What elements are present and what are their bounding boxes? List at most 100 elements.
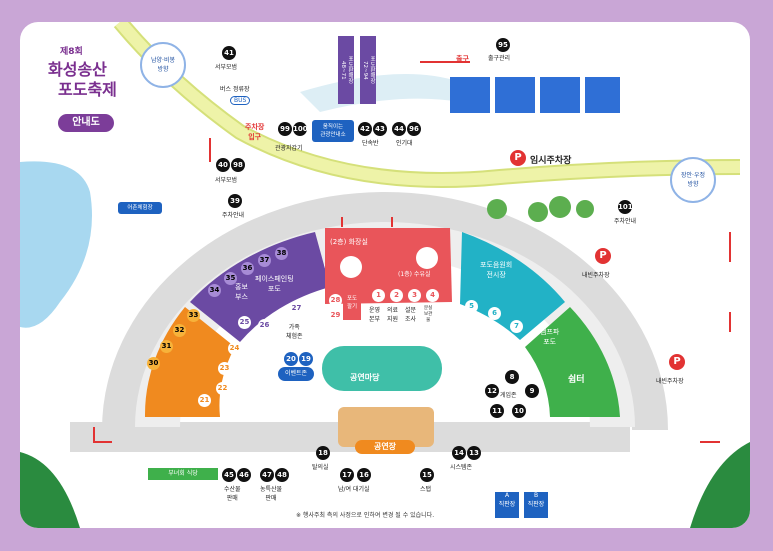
marker-41: 41 [222, 46, 236, 60]
plants-bottom [20, 442, 750, 528]
family-zone: 가족 체험존 [286, 324, 303, 340]
festival-edition: 제8회 [60, 47, 83, 57]
rest-area-label: 쉼터 [568, 375, 585, 385]
direction-left: 남양·비봉 방향 [140, 42, 186, 88]
marker-18: 18 [316, 446, 330, 460]
marker-95: 95 [496, 38, 510, 52]
agri-sales: 농특산물 판매 [260, 486, 283, 502]
marker-20: 20 [284, 352, 298, 366]
marker-3: 3 [408, 289, 421, 302]
waiting-room: 남/여 대기실 [338, 486, 370, 493]
marker-6: 6 [488, 307, 501, 320]
marker-30: 30 [147, 357, 160, 370]
marker-22: 22 [216, 382, 229, 395]
water-area [20, 161, 92, 328]
wedge-purple-label-2: 페이스페인팅 포도 [255, 275, 294, 293]
marker-41-label: 서부모범 [215, 64, 238, 71]
festival-title-line1: 화성송산 [48, 60, 107, 79]
system-zone: 시스템존 [450, 464, 473, 471]
marker-98: 98 [231, 158, 245, 172]
wedge-orange [144, 307, 235, 417]
water-area-top [300, 74, 460, 112]
gate-a: A 직판장 [495, 492, 519, 518]
marker-10: 10 [512, 404, 526, 418]
disclaimer-note: ※ 행사주최 측의 사정으로 인하여 변경 될 수 있습니다. [296, 512, 435, 519]
marker-37: 37 [258, 254, 271, 267]
marker-31: 31 [160, 340, 173, 353]
marker-44: 44 [392, 122, 406, 136]
marker-100: 100 [293, 122, 308, 136]
game-zone: 게임존 [500, 392, 517, 399]
marker-2: 2 [390, 289, 403, 302]
green-wedge-title: 캠프파 포도 [540, 328, 560, 346]
staff-label: 스탭 [420, 486, 432, 493]
marker-15: 15 [420, 468, 434, 482]
womens-restaurant: 부녀회 식당 [148, 468, 218, 480]
dressing-room: 탈의실 [312, 464, 329, 471]
lost-found-label: 분실 보관 물 [424, 306, 433, 323]
tourist-info: 움직이는 관광안내소 [312, 120, 354, 142]
marker-5: 5 [465, 300, 478, 313]
bus-stop-label: 버스 정류장 [220, 86, 250, 93]
parking-entrance-label: 주차장 입구 [245, 123, 265, 141]
parking-icon-2: P [595, 248, 611, 264]
marker-1: 1 [372, 289, 385, 302]
inner-parking-1: 내빈주차장 [582, 272, 610, 279]
wedge-red [325, 228, 452, 304]
marker-96: 96 [407, 122, 421, 136]
marker-33: 33 [187, 309, 200, 322]
marker-32: 32 [173, 324, 186, 337]
exit-label: 출구 [456, 55, 469, 63]
marker-101: 101 [618, 200, 633, 214]
marker-9: 9 [525, 384, 539, 398]
temp-parking-label: 임시주차장 [530, 156, 572, 166]
marker-39-label: 주차안내 [222, 212, 245, 219]
marker-40-label: 서부모범 [215, 177, 238, 184]
marker-16: 16 [357, 468, 371, 482]
solar-panels [450, 77, 620, 113]
gate-a-label: 직판장 [498, 501, 516, 508]
marker-42-label: 단속반 [362, 140, 379, 147]
hq-label: 운영 본부 [369, 307, 381, 323]
marker-11: 11 [490, 404, 504, 418]
map-card: 제8회 화성송산 포도축제 안내도 남양·비봉 방향 장안·우정 방향 출구 P… [20, 22, 750, 528]
marker-24: 24 [228, 342, 241, 355]
gate-a-letter: A [504, 492, 510, 499]
marker-26: 26 [258, 319, 271, 332]
fishing-experience: 어촌체험장 [118, 202, 162, 214]
marker-39: 39 [228, 194, 242, 208]
grape-sale-booth: 포도 팔기 [343, 294, 361, 320]
main-road [113, 22, 741, 188]
map-canvas [20, 22, 750, 528]
grape-sales-sign-2: 포도판매장 72~94 [360, 36, 376, 104]
marker-27: 27 [290, 302, 303, 315]
marker-38: 38 [275, 247, 288, 260]
marker-8: 8 [505, 370, 519, 384]
wedge-purple [190, 232, 330, 342]
marker-25: 25 [238, 316, 251, 329]
marker-14: 14 [452, 446, 466, 460]
performance-yard-label: 공연마당 [350, 373, 380, 382]
festival-title-line2: 포도축제 [58, 80, 117, 99]
marker-40: 40 [216, 158, 230, 172]
marker-7: 7 [510, 320, 523, 333]
marker-23: 23 [218, 362, 231, 375]
marker-101-label: 주차안내 [614, 218, 637, 225]
marker-35: 35 [224, 272, 237, 285]
marker-12: 12 [485, 384, 499, 398]
wedge-teal [460, 232, 565, 340]
stage-label: 공연장 [355, 440, 415, 454]
wedge-green [525, 307, 620, 417]
grape-sales-sign-1: 포도판매장 48~71 [338, 36, 354, 104]
marker-36: 36 [241, 262, 254, 275]
seafood-sales: 수산물 판매 [224, 486, 241, 502]
toilet-label: (2층) 화장실 [330, 238, 368, 246]
survey-label: 설문 조사 [405, 307, 417, 323]
marker-34: 34 [208, 284, 221, 297]
medical-label: 의료 지원 [387, 307, 399, 323]
marker-45: 45 [222, 468, 236, 482]
marker-46: 46 [237, 468, 251, 482]
marker-99-label: 관광지갑기 [275, 145, 303, 152]
parking-icon: P [510, 150, 526, 166]
